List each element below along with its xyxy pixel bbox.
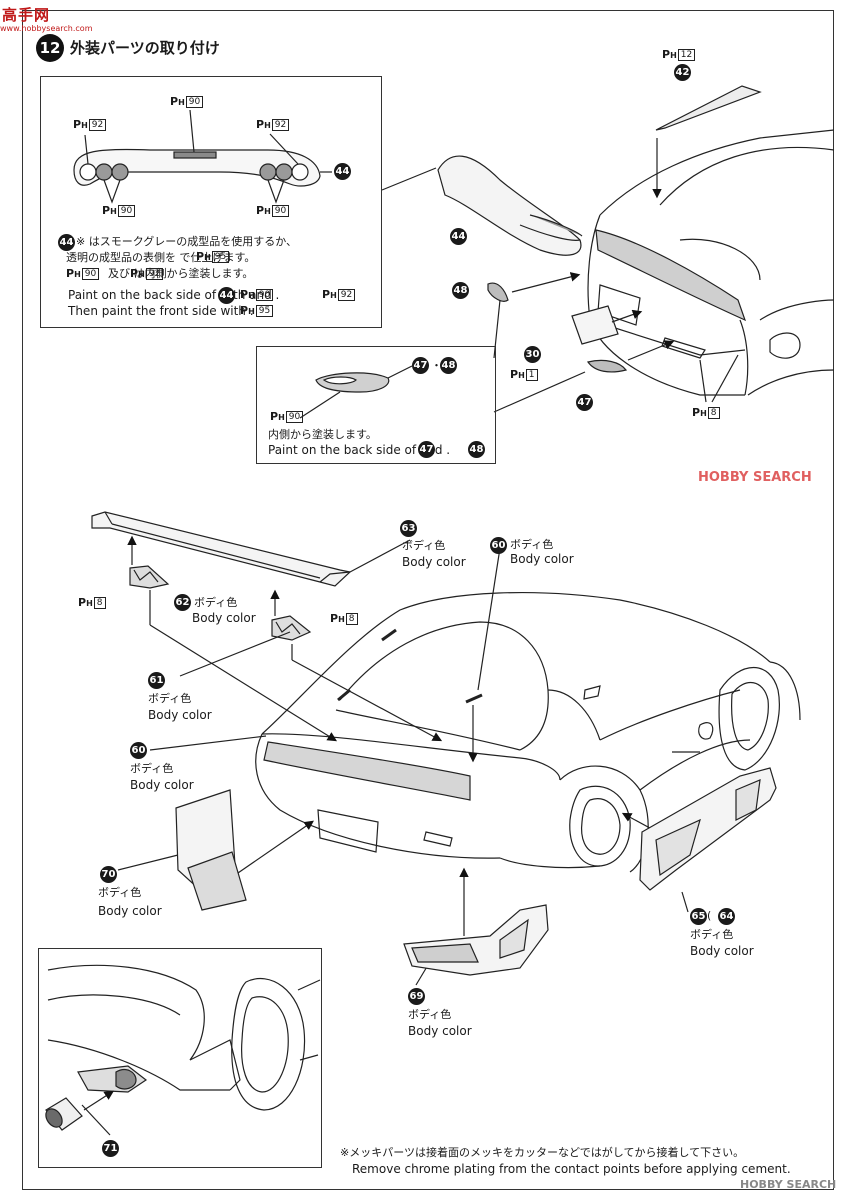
part-number-70: 70 [100, 866, 117, 883]
footer-note-en: Remove chrome plating from the contact p… [352, 1162, 791, 1176]
wing-stay-61 [271, 615, 312, 641]
hobby-search-watermark-bottom: HOBBY SEARCH [740, 1178, 837, 1191]
site-logo: 高手网 [2, 6, 51, 24]
label-69-body-color-jp: ボディ色 [408, 1008, 452, 1021]
part-number-71: 71 [102, 1140, 119, 1157]
part-number-44-note: 44 [58, 234, 75, 251]
label-60b-body-color-en: Body color [130, 778, 194, 792]
label-60a-body-color-en: Body color [510, 552, 574, 566]
box2-note-en: Paint on the back side of and . [268, 443, 451, 457]
label-61-body-color-en: Body color [148, 708, 212, 722]
paint-instruction-box-47-48 [256, 346, 496, 464]
part-number-47-box: 47 [412, 357, 429, 374]
part-number-47: 47 [576, 394, 593, 411]
part-number-47-en: 47 [418, 441, 435, 458]
exhaust-detail-illustration [45, 964, 321, 1131]
label-65-body-color-jp: ボディ色 [690, 928, 734, 941]
main-car-rear-three-quarter [255, 591, 801, 873]
box2-note-jp: 内側から塗装します。 [268, 428, 377, 441]
site-logo-url: www.hobbysearch.com [0, 24, 93, 33]
wing-stay-62 [129, 565, 170, 589]
gt-wing-63 [91, 511, 352, 587]
note-jp-line-3: 及び は内側から塗装します。 [108, 267, 254, 280]
label-63-body-color-en: Body color [402, 555, 466, 569]
label-60b-body-color-jp: ボディ色 [130, 762, 174, 775]
exhaust-detail-box [38, 948, 322, 1168]
paren-open: ( [707, 909, 712, 922]
part-number-60-b: 60 [130, 742, 147, 759]
separator-dot: ・ [431, 359, 442, 372]
part-number-63: 63 [400, 520, 417, 537]
instruction-page-frame [22, 10, 834, 1190]
part-number-65: 65 [690, 908, 707, 925]
label-60a-body-color-jp: ボディ色 [510, 538, 554, 551]
rear-spoiler-44-backside-view [73, 109, 332, 204]
part-number-62: 62 [174, 594, 191, 611]
top-car-rear-view [587, 129, 835, 396]
rear-under-spoiler-69 [403, 904, 549, 976]
part-number-42: 42 [674, 64, 691, 81]
part-number-44-box: 44 [334, 163, 351, 180]
label-61-body-color-jp: ボディ色 [148, 692, 192, 705]
part-number-30: 30 [524, 346, 541, 363]
label-63-body-color-jp: ボディ色 [402, 539, 446, 552]
part-number-61: 61 [148, 672, 165, 689]
ducktail-spoiler-44 [437, 155, 583, 256]
label-70-body-color-en: Body color [98, 904, 162, 918]
paint-instruction-box-44 [40, 76, 382, 328]
part-number-48: 48 [452, 282, 469, 299]
part-number-60-a: 60 [490, 537, 507, 554]
label-62-body-color-en: Body color [192, 611, 256, 625]
label-65-body-color-en: Body color [690, 944, 754, 958]
reflector-47-48-view [299, 365, 413, 419]
rear-side-skirt-70 [175, 789, 247, 911]
step-title: 外装パーツの取り付け [70, 39, 220, 57]
note-jp-line-1: ※ はスモークグレーの成型品を使用するか、 [76, 235, 298, 248]
step-number-badge: 12 [36, 34, 64, 62]
hobby-search-watermark-mid: HOBBY SEARCH [698, 470, 812, 485]
label-69-body-color-en: Body color [408, 1024, 472, 1038]
part-number-48-en: 48 [468, 441, 485, 458]
part-number-64: 64 [718, 908, 735, 925]
side-skirt-65 [639, 767, 777, 891]
part-number-44-en: 44 [218, 287, 235, 304]
label-62-body-color-jp: ボディ色 [194, 596, 238, 609]
note-en-line-2: Then paint the front side with . [68, 304, 254, 318]
part-number-44-spoiler: 44 [450, 228, 467, 245]
note-jp-line-2: 透明の成型品の表側を で仕上げます。 [66, 251, 256, 264]
part-number-48-box: 48 [440, 357, 457, 374]
footer-note-jp: ※メッキパーツは接着面のメッキをカッターなどではがしてから接着して下さい。 [340, 1146, 745, 1159]
label-70-body-color-jp: ボディ色 [98, 886, 142, 899]
part-number-69: 69 [408, 988, 425, 1005]
